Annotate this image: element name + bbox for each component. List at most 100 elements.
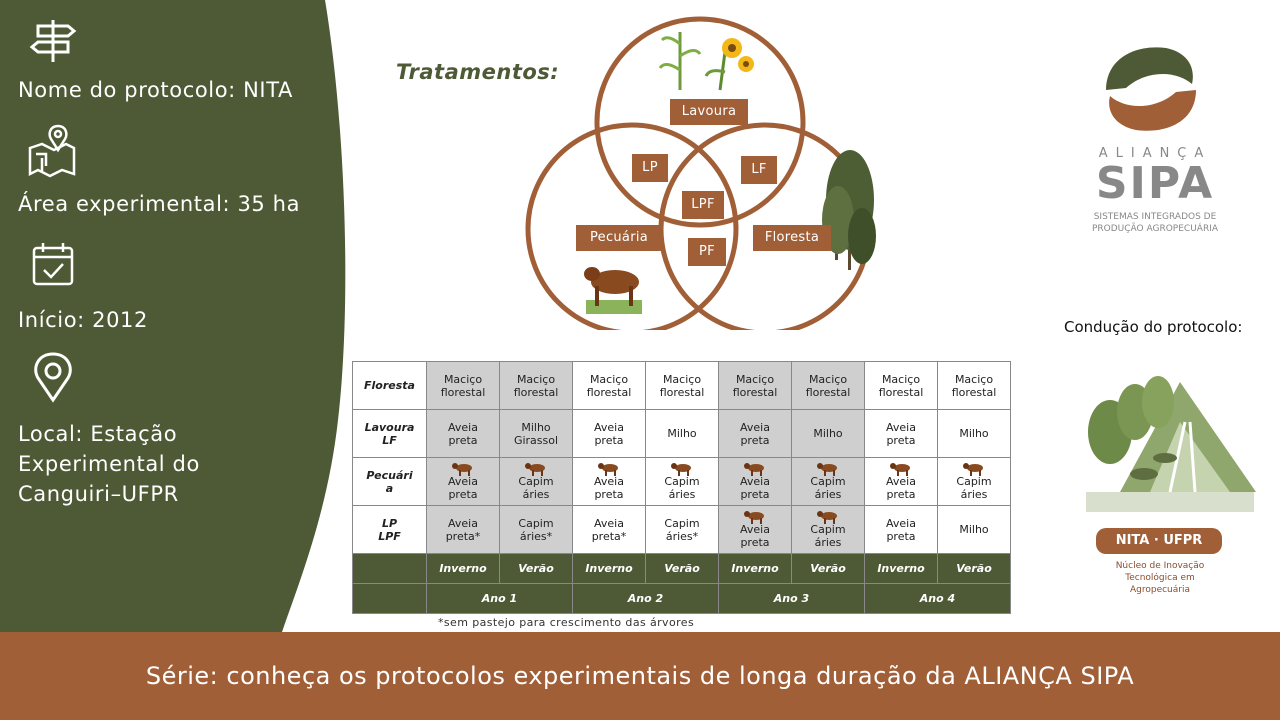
year-header-empty: [352, 583, 427, 614]
venn-label-lavoura: Lavoura: [670, 99, 748, 125]
nita-ufpr-logo: NITA · UFPR Núcleo de Inovação Tecnológi…: [1080, 362, 1260, 596]
protocol-name: Nome do protocolo: NITA: [18, 78, 293, 102]
season-2: Verão: [499, 553, 573, 584]
cow-icon: [452, 463, 472, 476]
cell-lavoura-4: Milho: [645, 409, 719, 458]
conducao-title: Condução do protocolo:: [1064, 318, 1243, 336]
table-footnote: *sem pastejo para crescimento das árvore…: [438, 616, 695, 629]
cow-icon: [817, 511, 837, 524]
season-6: Verão: [791, 553, 865, 584]
season-5: Inverno: [718, 553, 792, 584]
season-8: Verão: [937, 553, 1011, 584]
cow-icon: [671, 463, 691, 476]
season-3: Inverno: [572, 553, 646, 584]
cow-illustration: [584, 267, 642, 314]
calendar-check-icon: [32, 243, 74, 286]
sipa-subtitle-1: SISTEMAS INTEGRADOS DE: [1093, 212, 1217, 222]
season-header-empty: [352, 553, 427, 584]
row-header-floresta: Floresta: [352, 361, 427, 410]
year-2: Ano 2: [572, 583, 719, 614]
season-7: Inverno: [864, 553, 938, 584]
footer-text: Série: conheça os protocolos experimenta…: [145, 662, 1135, 690]
venn-label-lp: LP: [632, 154, 668, 182]
venn-label-pecuaria: Pecuária: [576, 225, 662, 251]
venn-diagram: [525, 16, 876, 330]
experimental-area: Área experimental: 35 ha: [18, 192, 301, 216]
sidebar: Nome do protocolo: NITA Área experimenta…: [0, 0, 350, 632]
sidebar-background: [0, 0, 346, 632]
nita-subtitle-2: Tecnológica em: [1125, 573, 1195, 583]
year-4: Ano 4: [864, 583, 1011, 614]
location-line-1: Local: Estação: [18, 422, 178, 446]
signpost-icon: [29, 20, 77, 62]
crops-illustration: [658, 32, 754, 91]
circle-pecuaria: [525, 122, 739, 330]
venn-label-lf: LF: [741, 156, 777, 184]
sipa-subtitle-2: PRODUÇÃO AGROPECUÁRIA: [1091, 224, 1219, 234]
cow-icon: [744, 463, 764, 476]
sipa-big-text: SIPA: [1095, 158, 1215, 209]
table-row-seasons: Inverno Verão Inverno Verão Inverno Verã…: [352, 553, 1011, 584]
cow-icon: [817, 463, 837, 476]
nita-badge: NITA · UFPR: [1096, 528, 1222, 554]
cell-lavoura-6: Milho: [791, 409, 865, 458]
venn-label-floresta: Floresta: [753, 225, 831, 251]
alianca-sipa-logo: ALIANÇA SIPA SISTEMAS INTEGRADOS DE PROD…: [1060, 40, 1250, 235]
cell-lavoura-8: Milho: [937, 409, 1011, 458]
location-line-3: Canguiri–UFPR: [18, 482, 179, 506]
sipa-leaf-icon: [1106, 47, 1196, 131]
footer-banner: Série: conheça os protocolos experimenta…: [0, 632, 1280, 720]
year-3: Ano 3: [718, 583, 865, 614]
nita-subtitle-1: Núcleo de Inovação: [1115, 561, 1205, 571]
table-row-years: Ano 1 Ano 2 Ano 3 Ano 4: [352, 583, 1011, 614]
start-year: Início: 2012: [18, 308, 148, 332]
treatments-title: Tratamentos:: [396, 60, 560, 84]
location-pin-icon: [34, 352, 72, 403]
sipa-small-text: ALIANÇA: [1098, 146, 1212, 161]
cow-icon: [525, 463, 545, 476]
circle-lavoura: [594, 16, 806, 228]
cow-icon: [963, 463, 983, 476]
location-line-2: Experimental do: [18, 452, 200, 476]
cell-lp-8: Milho: [937, 505, 1011, 554]
season-1: Inverno: [426, 553, 500, 584]
nita-subtitle-3: Agropecuária: [1129, 585, 1190, 595]
map-pin-area-icon: [28, 124, 76, 178]
season-4: Verão: [645, 553, 719, 584]
year-1: Ano 1: [426, 583, 573, 614]
trees-illustration: [822, 150, 876, 270]
